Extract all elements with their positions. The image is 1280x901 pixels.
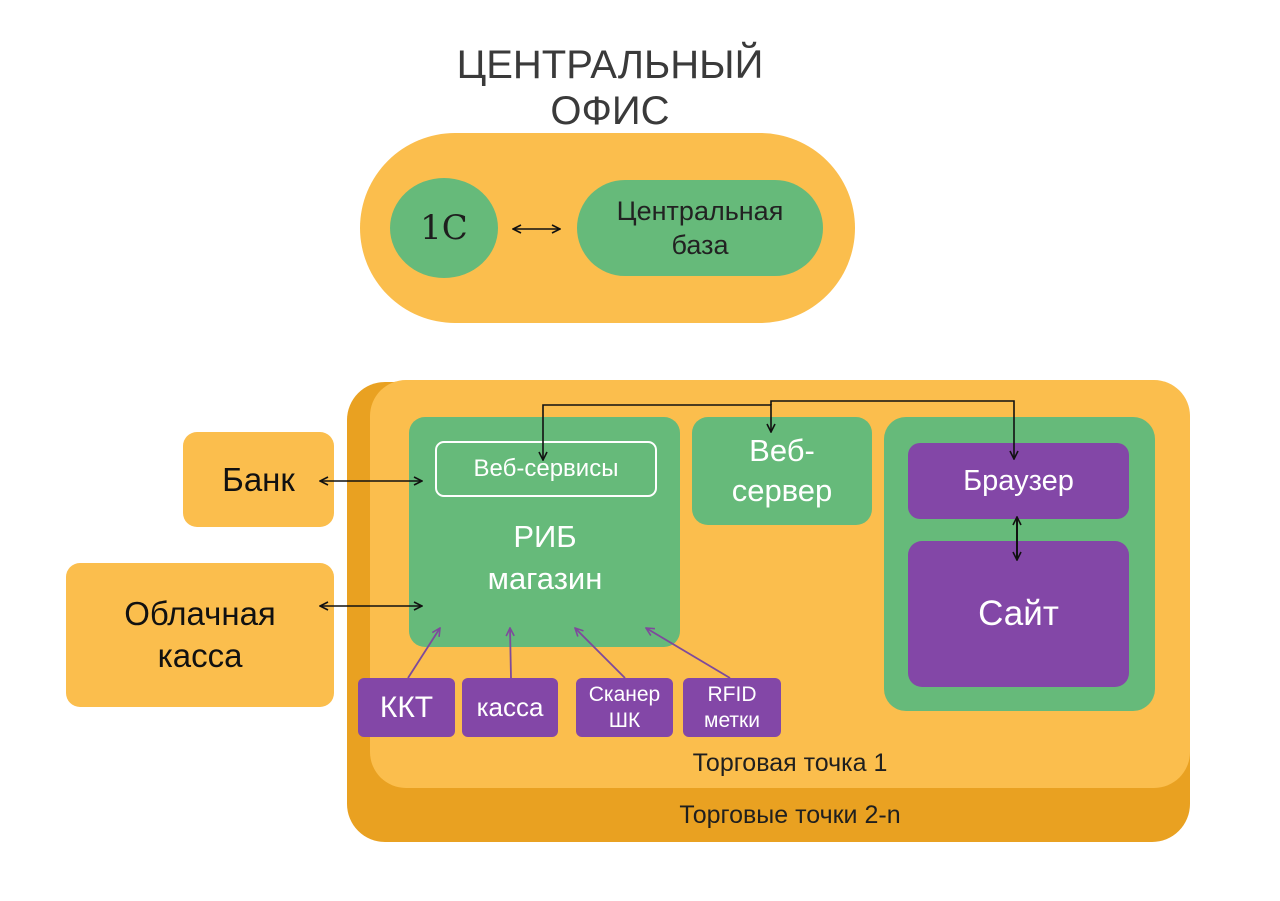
central-db-node: Центральная база: [577, 180, 823, 276]
rib-shop-title: РИБ магазин: [487, 519, 603, 596]
device-rfid: RFID метки: [683, 678, 781, 737]
bank-node: Банк: [183, 432, 334, 527]
device-register: касса: [462, 678, 558, 737]
device-kkt: ККТ: [358, 678, 455, 737]
outlets-2n-label: Торговые точки 2-n: [679, 800, 901, 829]
link-register-rib: [510, 628, 511, 679]
link-scanner-rib: [575, 628, 626, 679]
link-rfid-rib: [646, 628, 731, 679]
cloud-cashier-node: Облачная касса: [66, 563, 334, 707]
link-webserver-webservices: [543, 404, 771, 460]
device-scanner: Сканер ШК: [576, 678, 673, 737]
link-webserver-browser: [770, 400, 1014, 459]
site-node: Сайт: [908, 541, 1129, 687]
central-office-title: ЦЕНТРАЛЬНЫЙ ОФИС: [456, 42, 764, 133]
outlet-1-label: Торговая точка 1: [692, 748, 888, 777]
link-kkt-rib: [407, 628, 440, 679]
node-1c: 1C: [390, 178, 498, 278]
